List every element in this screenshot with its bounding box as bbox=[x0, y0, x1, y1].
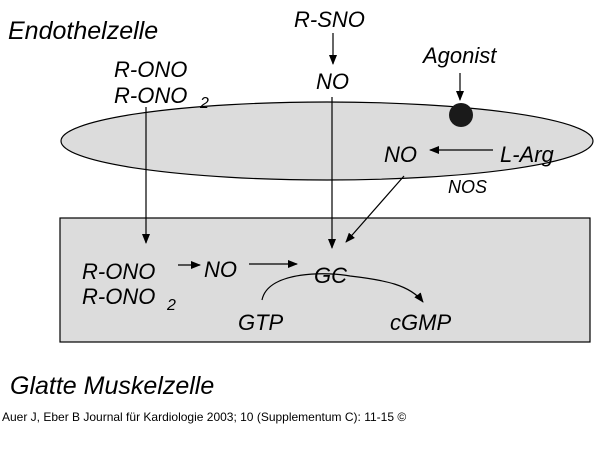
label-l-arg: L-Arg bbox=[500, 142, 555, 167]
label-r-ono-top: R-ONO bbox=[114, 57, 187, 82]
label-no-top: NO bbox=[316, 69, 349, 94]
label-nos: NOS bbox=[448, 177, 487, 197]
agonist-receptor bbox=[449, 103, 473, 127]
label-agonist: Agonist bbox=[421, 43, 497, 68]
arrow-endothelial-no-to-gc bbox=[345, 175, 405, 243]
label-endothelial-cell: Endothelzelle bbox=[8, 17, 158, 45]
label-r-ono2-top: R-ONO bbox=[114, 83, 187, 108]
label-r-sno: R-SNO bbox=[294, 7, 365, 32]
arrow-gtp-to-cgmp bbox=[261, 273, 424, 303]
label-cgmp: cGMP bbox=[390, 310, 451, 335]
label-no-endothelium: NO bbox=[384, 142, 417, 167]
label-r-ono-muscle: R-ONO bbox=[82, 259, 155, 284]
label-gc: GC bbox=[314, 263, 347, 288]
source-caption: Auer J, Eber B Journal für Kardiologie 2… bbox=[2, 410, 407, 424]
endothelial-cell-ellipse bbox=[60, 101, 594, 181]
label-r-ono2-muscle-subscript: 2 bbox=[166, 297, 176, 314]
label-gtp: GTP bbox=[238, 310, 284, 335]
label-smooth-muscle-cell: Glatte Muskelzelle bbox=[10, 372, 214, 400]
label-r-ono2-muscle: R-ONO bbox=[82, 284, 155, 309]
label-no-muscle: NO bbox=[204, 257, 237, 282]
label-r-ono2-top-subscript: 2 bbox=[199, 95, 209, 112]
